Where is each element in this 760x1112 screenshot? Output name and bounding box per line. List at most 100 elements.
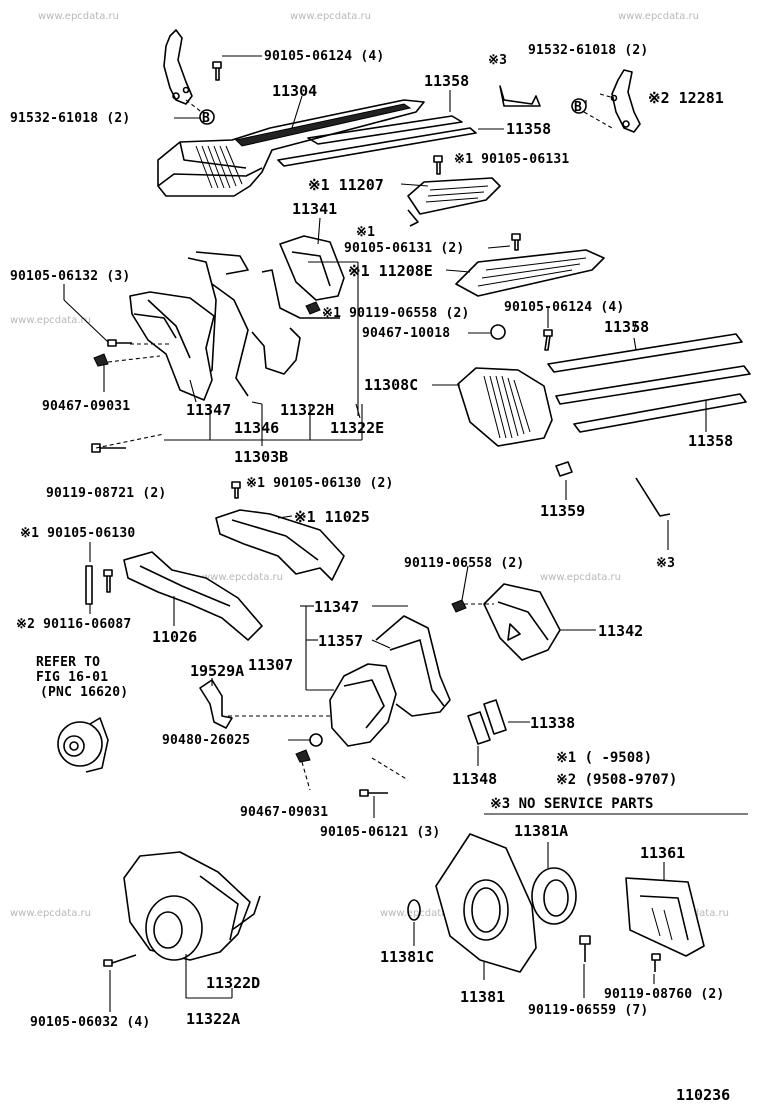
label-90105-06130: ※1 90105-06130 [20,526,135,541]
label-11207: ※1 11207 [308,176,384,194]
part-11359 [555,461,573,477]
label-90105-06132: 90105-06132 (3) [10,269,130,284]
label-11381c: 11381C [380,948,434,966]
label-11347-left: 11347 [186,401,231,419]
label-90105-06131: ※1 90105-06131 [454,152,569,167]
clip-90467-09031 [295,749,311,763]
label-11347: 11347 [314,598,359,616]
label-11304: 11304 [272,82,317,100]
label-11342: 11342 [598,622,643,640]
bolt-90105-06131-2 [511,233,521,251]
label-11359: 11359 [540,502,585,520]
leader-lines [63,55,748,1012]
rear-plate-11381 [435,833,537,973]
bracket-11026 [123,551,263,641]
lower-cover-11322 [123,851,261,961]
note-1: ※1 ( -9508) [556,750,652,766]
label-11308c: 11308C [364,376,418,394]
bolt-90105-06130-2 [231,481,241,499]
part-drawings [57,29,751,973]
rod-no-service [635,477,671,517]
gasket-11358-a [307,115,463,145]
label-90119-06558: 90119-06558 (2) [404,556,524,571]
watermark-4: www.epcdata.ru [10,315,91,326]
watermark-8: www.epcdata.ru [380,908,461,919]
notes-block: ※1 ( -9508) ※2 (9508-9707) ※3 NO SERVICE… [490,750,677,812]
label-11346: 11346 [234,419,279,437]
bolt-90119-06559 [579,935,591,962]
watermark-2: www.epcdata.ru [290,11,371,22]
watermark-5: www.epcdata.ru [202,572,283,583]
badge-b-right-text: B [574,100,582,115]
watermark-7: www.epcdata.ru [10,908,91,919]
label-11358-lower: 11358 [688,432,733,450]
gasket-11358-b [277,127,477,167]
bolt-90105-06132 [107,339,132,347]
watermark-1: www.epcdata.ru [38,11,119,22]
badge-b-left [199,109,215,125]
clip-no-service-top [499,85,541,107]
label-11341: 11341 [292,200,337,218]
bolt-90105-06121 [359,789,388,797]
label-90105-06130-2: ※1 90105-06130 (2) [246,476,394,491]
label-90467-09031: 90467-09031 [240,805,328,820]
label-11381a: 11381A [514,822,568,840]
label-11348: 11348 [452,770,497,788]
label-90480-26025: 90480-26025 [162,733,250,748]
label-90105-06124: 90105-06124 (4) [264,49,384,64]
note-2: ※2 (9508-9707) [556,772,677,788]
label-11025: ※1 11025 [294,508,370,526]
label-11358-mid: 11358 [506,120,551,138]
cover-11342 [483,583,561,661]
refer-to-line2: FIG 16-01 [36,670,108,685]
label-90119-06558-top: ※1 90119-06558 (2) [322,306,470,321]
washer-90480-26025 [309,733,323,747]
label-11358-top: 11358 [424,72,469,90]
label-11322a: 11322A [186,1010,240,1028]
gasket-11358-e [573,393,747,433]
part-labels: 90105-06124 (4) 11304 91532-61018 (2) ※3… [10,43,733,1030]
right-cover-11308c [457,367,553,447]
note-3: ※3 NO SERVICE PARTS [490,796,653,812]
label-90116-06087: ※2 90116-06087 [16,617,131,632]
seal-11322h [251,327,301,375]
label-11322d: 11322D [206,974,260,992]
label-90119-08721: 90119-08721 (2) [46,486,166,501]
gasket-11358-d [555,365,751,405]
reference-badges: B B [199,98,587,126]
part-11348 [467,711,491,745]
label-90119-06559: 90119-06559 (7) [528,1003,648,1018]
bracket-11341 [279,235,345,301]
seal-11322e [261,269,340,319]
bolt-90105-06130 [103,569,113,593]
label-no-service-2: ※3 [656,556,675,571]
part-11338 [483,699,507,735]
label-90105-06032: 90105-06032 (4) [30,1015,150,1030]
left-cover-11304 [157,99,425,197]
badge-b-right [571,98,587,114]
label-11358-right: 11358 [604,318,649,336]
cover-11025 [215,509,345,581]
bolt-90105-06032 [103,954,137,967]
label-note-mark-1: ※1 [356,225,375,240]
watermark-3: www.epcdata.ru [618,11,699,22]
label-11026: 11026 [152,628,197,646]
label-no-service-1: ※3 [488,53,507,68]
gasket-11358-c [547,333,743,373]
plate-11207 [407,177,501,227]
bracket-19529a [199,679,233,729]
label-90105-06121: 90105-06121 (3) [320,825,440,840]
bolt-90119-08760 [651,953,661,972]
bolt-90105-06131 [433,155,443,175]
label-12281: ※2 12281 [648,89,724,107]
bolt-90105-06124-right [543,329,553,351]
cover-11307 [329,615,451,747]
badge-b-left-text: B [202,111,210,126]
clip-90467-09031-left [93,353,109,367]
label-91532-61018-right: 91532-61018 (2) [528,43,648,58]
label-11357: 11357 [318,632,363,650]
label-11381: 11381 [460,988,505,1006]
label-11303b: 11303B [234,448,288,466]
